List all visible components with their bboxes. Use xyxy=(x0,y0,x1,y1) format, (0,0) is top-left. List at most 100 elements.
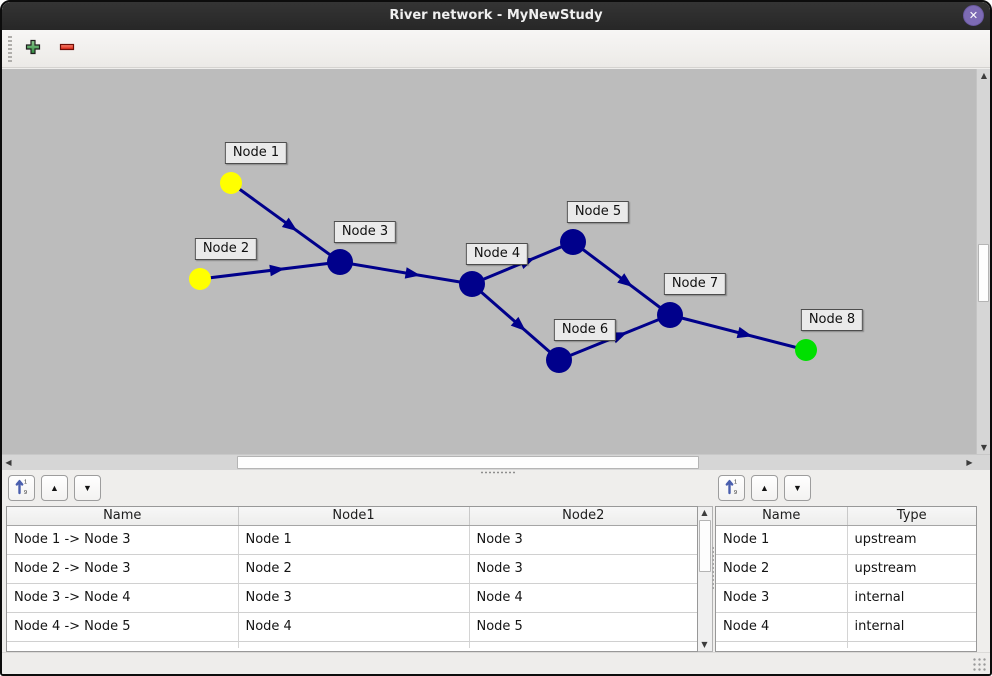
svg-text:9: 9 xyxy=(24,490,27,495)
column-header: Node2 xyxy=(469,507,697,526)
node-5[interactable] xyxy=(560,229,586,255)
scrollbar-corner xyxy=(976,454,990,470)
canvas-hscroll-thumb[interactable] xyxy=(237,456,699,469)
down-arrow-icon: ▼ xyxy=(83,482,92,493)
table-cell[interactable]: Node 1 xyxy=(238,525,470,555)
branches-move-up-button[interactable]: ▲ xyxy=(41,475,68,501)
table-cell[interactable]: Node 3 -> Node 4 xyxy=(7,583,239,613)
branches-sort-button[interactable]: 1 9 xyxy=(8,475,35,501)
horizontal-splitter[interactable] xyxy=(2,470,990,475)
flow-arrow-icon xyxy=(404,267,421,279)
remove-button[interactable] xyxy=(54,36,80,62)
node-7-label[interactable]: Node 7 xyxy=(663,273,727,295)
scroll-down-icon[interactable]: ▼ xyxy=(980,443,988,452)
close-icon: ✕ xyxy=(968,9,979,22)
table-cell[interactable]: internal xyxy=(847,612,976,642)
node-6-label[interactable]: Node 6 xyxy=(553,319,617,341)
close-button[interactable]: ✕ xyxy=(963,5,984,26)
node-8-label[interactable]: Node 8 xyxy=(800,309,864,331)
main-toolbar xyxy=(2,30,990,68)
window-title: River network - MyNewStudy xyxy=(389,8,603,23)
column-header: Node1 xyxy=(238,507,470,526)
branches-move-down-button[interactable]: ▼ xyxy=(74,475,101,501)
nodes-move-down-button[interactable]: ▼ xyxy=(784,475,811,501)
remove-icon xyxy=(59,39,75,58)
column-header: Type xyxy=(847,507,976,526)
edge-node-2-to-node-3[interactable] xyxy=(199,260,341,281)
resize-grip-icon[interactable] xyxy=(972,657,986,671)
scroll-up-icon[interactable]: ▲ xyxy=(980,71,988,80)
table-cell[interactable]: Node 4 -> Node 5 xyxy=(7,612,239,642)
table-cell[interactable]: Node 4 xyxy=(238,612,470,642)
canvas-vertical-scrollbar[interactable]: ▲ ▼ xyxy=(976,69,990,454)
table-cell[interactable]: Node 5 xyxy=(469,612,697,642)
flow-arrow-icon xyxy=(281,217,298,232)
node-8[interactable] xyxy=(795,339,817,361)
branches-scroll-thumb[interactable] xyxy=(699,520,711,572)
node-4[interactable] xyxy=(459,271,485,297)
nodes-move-up-button[interactable]: ▲ xyxy=(751,475,778,501)
scroll-down-icon[interactable]: ▼ xyxy=(701,640,708,649)
network-graph xyxy=(189,172,817,373)
titlebar[interactable]: River network - MyNewStudy ✕ xyxy=(2,2,990,30)
table-cell[interactable]: Node 4 xyxy=(716,612,848,642)
node-2-label[interactable]: Node 2 xyxy=(194,238,258,260)
table-cell[interactable]: Node 3 xyxy=(469,554,697,584)
node-1[interactable] xyxy=(220,172,242,194)
node-5-label[interactable]: Node 5 xyxy=(566,201,630,223)
table-cell[interactable]: Node 2 xyxy=(716,554,848,584)
up-arrow-icon: ▲ xyxy=(50,482,59,493)
table-cell[interactable]: Node 1 -> Node 3 xyxy=(7,525,239,555)
nodes-sort-button[interactable]: 1 9 xyxy=(718,475,745,501)
node-1-label[interactable]: Node 1 xyxy=(224,142,288,164)
node-6[interactable] xyxy=(546,347,572,373)
scroll-right-icon[interactable]: ▶ xyxy=(966,458,973,467)
table-cell[interactable]: upstream xyxy=(847,525,976,555)
table-cell[interactable]: internal xyxy=(847,583,976,613)
flow-arrow-icon xyxy=(510,316,526,332)
table-cell[interactable]: Node 3 xyxy=(716,583,848,613)
scroll-left-icon[interactable]: ◀ xyxy=(5,458,12,467)
table-cell[interactable]: Node 1 xyxy=(716,525,848,555)
node-3[interactable] xyxy=(327,249,353,275)
network-canvas[interactable]: Node 1 Node 2 Node 3 Node 4 Node 5 Node 6 Node… xyxy=(2,69,976,454)
svg-text:9: 9 xyxy=(734,490,737,495)
node-3-label[interactable]: Node 3 xyxy=(333,221,397,243)
toolbar-drag-handle[interactable] xyxy=(8,35,12,62)
table-cell[interactable]: Node 3 xyxy=(238,583,470,613)
table-cell[interactable]: Node 2 -> Node 3 xyxy=(7,554,239,584)
scroll-up-icon[interactable]: ▲ xyxy=(701,508,708,517)
svg-text:1: 1 xyxy=(24,480,27,486)
canvas-vscroll-thumb[interactable] xyxy=(978,244,989,302)
branches-scrollbar[interactable]: ▲ ▼ xyxy=(698,506,713,652)
status-bar xyxy=(2,652,990,674)
table-cell[interactable]: Node 2 xyxy=(238,554,470,584)
table-cell[interactable]: upstream xyxy=(847,554,976,584)
svg-text:1: 1 xyxy=(734,480,737,486)
sort-icon: 1 9 xyxy=(15,478,29,498)
edge-node-7-to-node-8[interactable] xyxy=(669,313,807,352)
partial-row xyxy=(7,641,697,648)
node-4-label[interactable]: Node 4 xyxy=(465,243,529,265)
flow-arrow-icon xyxy=(617,273,633,287)
canvas-horizontal-scrollbar[interactable]: ◀ ▶ xyxy=(2,454,976,470)
vertical-splitter[interactable] xyxy=(712,547,716,589)
table-cell[interactable]: Node 4 xyxy=(469,583,697,613)
add-button[interactable] xyxy=(20,36,46,62)
node-2[interactable] xyxy=(189,268,211,290)
node-7[interactable] xyxy=(657,302,683,328)
table-cell[interactable]: Node 3 xyxy=(469,525,697,555)
